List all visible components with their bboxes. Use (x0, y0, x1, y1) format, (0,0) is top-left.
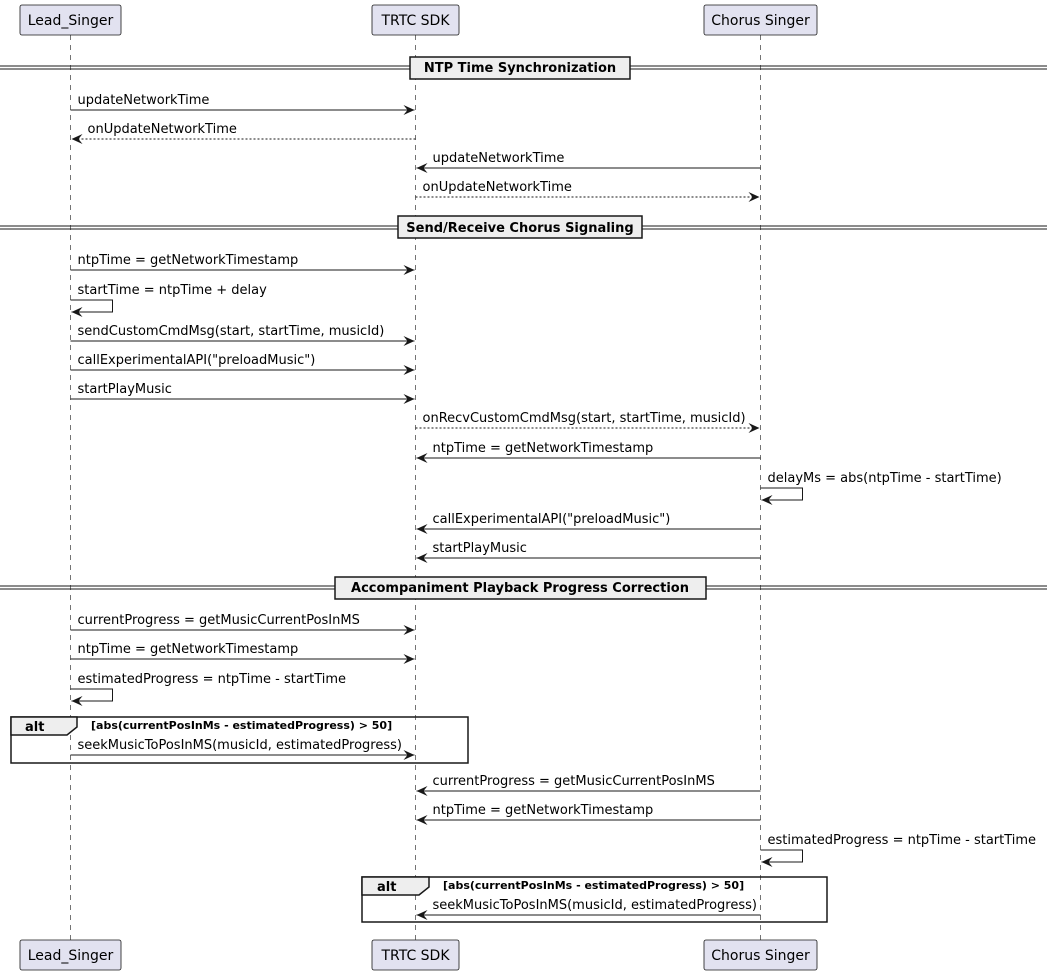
message-label: callExperimentalAPI("preloadMusic") (433, 512, 671, 527)
participant-label: Lead_Singer (28, 13, 114, 29)
message-label: ntpTime = getNetworkTimestamp (78, 642, 299, 657)
message-7: callExperimentalAPI("preloadMusic") (70, 353, 415, 375)
section-divider-correction: Accompaniment Playback Progress Correcti… (0, 576, 1047, 600)
alt-frame-lead: alt [abs(currentPosInMs - estimatedProgr… (10, 716, 469, 764)
message-13: startPlayMusic (416, 541, 761, 563)
message-label: onUpdateNetworkTime (88, 122, 237, 137)
participant-label: Lead_Singer (28, 948, 114, 964)
alt-guard: [abs(currentPosInMs - estimatedProgress)… (443, 879, 744, 892)
participant-lead-bottom: Lead_Singer (19, 939, 122, 971)
message-18: currentProgress = getMusicCurrentPosInMS (416, 774, 761, 796)
section-divider-ntp: NTP Time Synchronization (0, 56, 1047, 80)
message-8: startPlayMusic (70, 382, 415, 404)
message-label: startPlayMusic (433, 541, 527, 556)
section-title: Accompaniment Playback Progress Correcti… (351, 581, 689, 596)
participant-label: TRTC SDK (380, 948, 450, 964)
message-2: updateNetworkTime (416, 151, 761, 173)
message-label: onRecvCustomCmdMsg(start, startTime, mus… (423, 411, 746, 426)
section-title: Send/Receive Chorus Signaling (406, 221, 633, 236)
participant-chorus-top: Chorus Singer (703, 4, 818, 36)
message-label: callExperimentalAPI("preloadMusic") (78, 353, 316, 368)
message-label: startTime = ntpTime + delay (78, 283, 268, 298)
message-6: sendCustomCmdMsg(start, startTime, music… (70, 324, 415, 346)
message-label: ntpTime = getNetworkTimestamp (433, 441, 654, 456)
participant-label: Chorus Singer (711, 13, 810, 29)
alt-keyword: alt (25, 720, 44, 735)
message-21: seekMusicToPosInMS(musicId, estimatedPro… (416, 898, 761, 920)
message-label: estimatedProgress = ntpTime - startTime (78, 672, 347, 687)
message-label: ntpTime = getNetworkTimestamp (433, 803, 654, 818)
message-12: callExperimentalAPI("preloadMusic") (416, 512, 761, 534)
message-10: ntpTime = getNetworkTimestamp (416, 441, 761, 463)
message-label: currentProgress = getMusicCurrentPosInMS (78, 613, 360, 628)
section-divider-signaling: Send/Receive Chorus Signaling (0, 215, 1047, 239)
participant-label: Chorus Singer (711, 948, 810, 964)
alt-frame-chorus: alt [abs(currentPosInMs - estimatedProgr… (361, 876, 828, 923)
participant-chorus-bottom: Chorus Singer (703, 939, 818, 971)
message-label: updateNetworkTime (78, 93, 210, 108)
message-label: ntpTime = getNetworkTimestamp (78, 253, 299, 268)
message-label: currentProgress = getMusicCurrentPosInMS (433, 774, 715, 789)
participant-sdk-top: TRTC SDK (371, 4, 460, 36)
participant-lead-top: Lead_Singer (19, 4, 122, 36)
self-message-arrow (70, 688, 113, 706)
section-title: NTP Time Synchronization (424, 61, 616, 76)
message-1: onUpdateNetworkTime (71, 122, 416, 144)
self-message-arrow (70, 299, 113, 317)
alt-guard: [abs(currentPosInMs - estimatedProgress)… (91, 719, 392, 732)
message-label: onUpdateNetworkTime (423, 180, 572, 195)
message-9: onRecvCustomCmdMsg(start, startTime, mus… (415, 411, 760, 433)
message-3: onUpdateNetworkTime (415, 180, 760, 202)
message-label: delayMs = abs(ntpTime - startTime) (768, 471, 1002, 486)
self-message-arrow (760, 849, 803, 867)
message-4: ntpTime = getNetworkTimestamp (70, 253, 415, 275)
message-label: seekMusicToPosInMS(musicId, estimatedPro… (433, 898, 757, 913)
message-15: ntpTime = getNetworkTimestamp (70, 642, 415, 664)
message-label: startPlayMusic (78, 382, 172, 397)
message-19: ntpTime = getNetworkTimestamp (416, 803, 761, 825)
participant-sdk-bottom: TRTC SDK (371, 939, 460, 971)
message-label: updateNetworkTime (433, 151, 565, 166)
message-5: startTime = ntpTime + delay (70, 283, 268, 317)
messages: updateNetworkTime onUpdateNetworkTime upda… (70, 93, 1037, 920)
self-message-arrow (760, 487, 803, 505)
message-20: estimatedProgress = ntpTime - startTime (760, 833, 1037, 867)
message-0: updateNetworkTime (70, 93, 415, 115)
message-label: seekMusicToPosInMS(musicId, estimatedPro… (78, 738, 402, 753)
message-14: currentProgress = getMusicCurrentPosInMS (70, 613, 415, 635)
message-label: estimatedProgress = ntpTime - startTime (768, 833, 1037, 848)
message-11: delayMs = abs(ntpTime - startTime) (760, 471, 1002, 505)
participant-label: TRTC SDK (380, 13, 450, 29)
alt-keyword: alt (377, 880, 396, 895)
message-label: sendCustomCmdMsg(start, startTime, music… (78, 324, 385, 339)
message-17: seekMusicToPosInMS(musicId, estimatedPro… (70, 738, 415, 760)
message-16: estimatedProgress = ntpTime - startTime (70, 672, 347, 706)
